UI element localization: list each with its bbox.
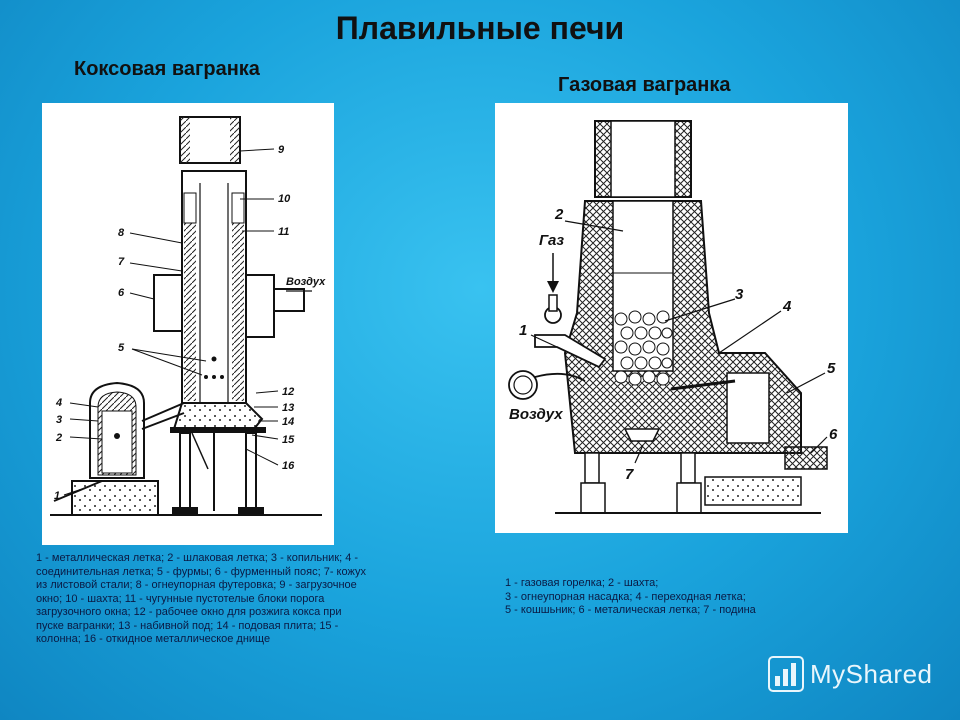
- label-3: 3: [735, 286, 744, 303]
- label-air: Воздух: [286, 276, 326, 288]
- label-11: 11: [278, 226, 289, 238]
- label-10: 10: [278, 193, 291, 205]
- label-8: 8: [118, 227, 125, 239]
- label-4: 4: [782, 298, 792, 315]
- label-4: 4: [55, 397, 62, 409]
- left-heading: Коксовая вагранка: [74, 58, 260, 80]
- right-caption-line: 5 - кошшьник; 6 - металическая летка; 7 …: [505, 604, 756, 616]
- label-6: 6: [118, 287, 125, 299]
- right-caption-line: 3 - огнеупорная насадка; 4 - переходная …: [505, 590, 746, 603]
- label-13: 13: [282, 402, 294, 414]
- label-16: 16: [282, 460, 295, 472]
- right-caption: 1 - газовая горелка; 2 - шахта; 3 - огне…: [505, 577, 835, 618]
- coke-cupola-labels: 9 10 11 8 7 Воздух 6 5 12 13 14 15 16 4 …: [54, 144, 326, 502]
- tuyere-belt: [153, 274, 183, 332]
- chart-icon: [768, 656, 804, 692]
- label-14: 14: [282, 416, 294, 428]
- watermark: MyShared: [768, 656, 933, 692]
- label-9: 9: [278, 144, 285, 156]
- watermark-text: MyShared: [810, 658, 933, 689]
- label-3: 3: [56, 414, 62, 426]
- coke-cupola-diagram: 9 10 11 8 7 Воздух 6 5 12 13 14 15 16 4 …: [42, 103, 334, 545]
- label-air: Воздух: [509, 406, 563, 423]
- right-caption-line: 1 - газовая горелка; 2 - шахта;: [505, 577, 659, 589]
- label-12: 12: [282, 386, 294, 398]
- label-7: 7: [118, 256, 125, 268]
- label-15: 15: [282, 434, 295, 446]
- gas-cupola-labels: 2 Газ 3 4 1 5 Воздух 6 7: [509, 206, 838, 483]
- label-5: 5: [827, 360, 836, 377]
- label-1: 1: [519, 322, 527, 339]
- page-title: Плавильные печи: [335, 10, 625, 46]
- label-6: 6: [829, 426, 838, 443]
- label-2: 2: [554, 206, 564, 223]
- label-2: 2: [55, 432, 62, 444]
- right-heading: Газовая вагранка: [558, 74, 731, 96]
- label-5: 5: [118, 342, 125, 354]
- left-caption: 1 - металлическая летка; 2 - шлаковая ле…: [36, 552, 366, 645]
- gas-cupola-diagram: 2 Газ 3 4 1 5 Воздух 6 7: [495, 103, 848, 533]
- label-1: 1: [54, 490, 60, 502]
- label-gas: Газ: [539, 232, 564, 249]
- label-7: 7: [625, 466, 634, 483]
